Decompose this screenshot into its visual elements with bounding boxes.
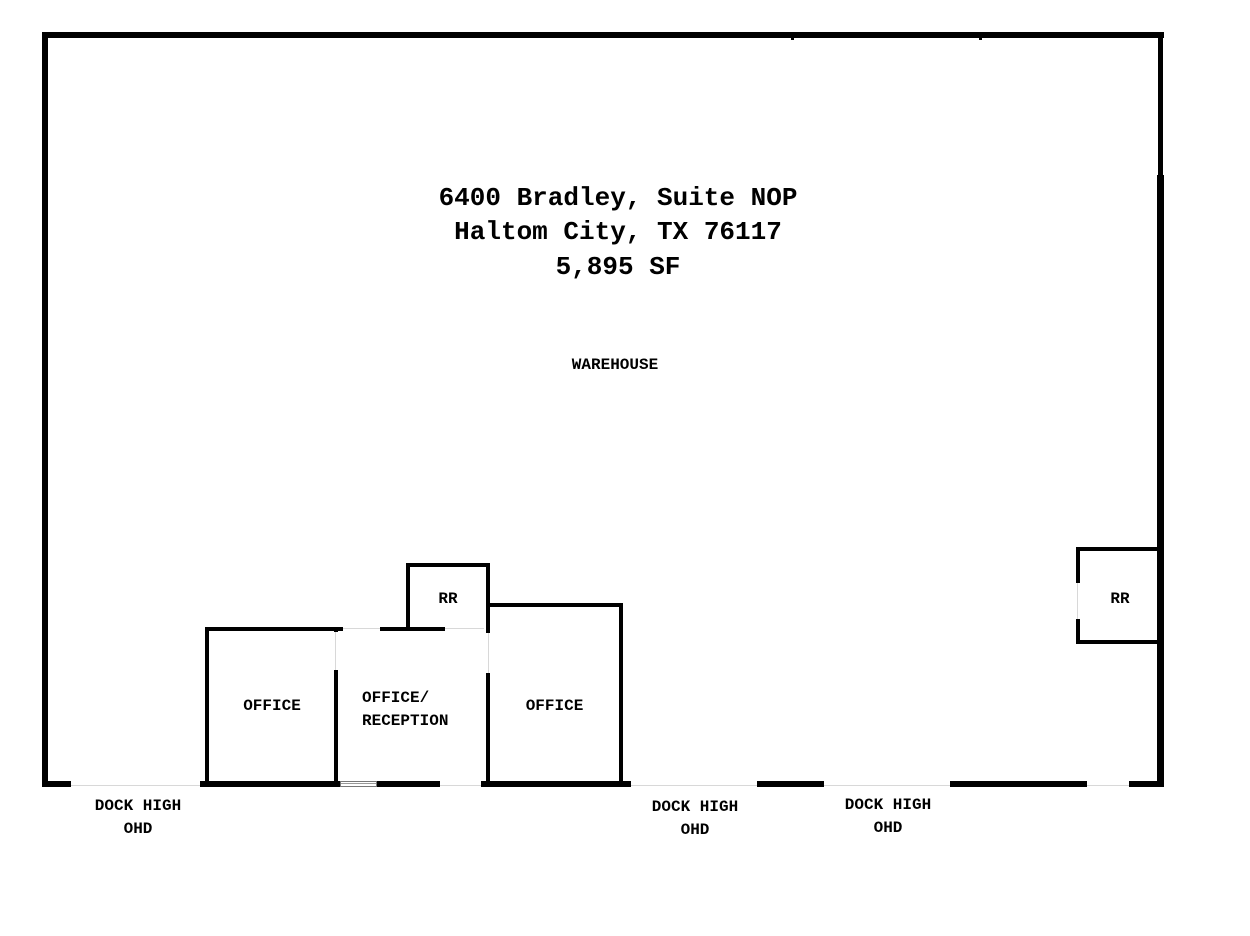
dock-door-opening-center [631,785,757,786]
rr-center-wall-left [406,563,410,629]
rr-right-wall-left-upper [1076,547,1080,583]
door-opening [440,785,481,786]
room-label-office-right: OFFICE [525,697,584,715]
dock-label-center: DOCK HIGH OHD [625,796,765,842]
door-opening [335,632,336,670]
dock-label-right: DOCK HIGH OHD [818,794,958,840]
room-label-reception-2: RECEPTION [362,712,449,730]
room-label-rr-right: RR [1110,590,1130,608]
door-opening [343,628,380,629]
rr-right-wall-left-lower [1076,619,1080,644]
dock-door-opening-right [824,785,950,786]
glass-door-mullion [341,783,376,784]
tick-mark [791,37,794,40]
dock-label-left: DOCK HIGH OHD [68,795,208,841]
room-label-rr-center: RR [438,590,458,608]
door-opening [1077,583,1078,619]
dock-label-center-line2: OHD [680,821,710,839]
glass-door [340,781,377,787]
rr-center-wall-right [486,563,490,633]
address-line-2: Haltom City, TX 76117 [454,217,782,247]
outer-wall-left [42,32,48,787]
room-label-warehouse: WAREHOUSE [571,356,659,374]
rr-center-wall-top [406,563,490,567]
bottom-wall-segment [481,781,631,787]
dock-label-left-line1: DOCK HIGH [94,797,182,815]
bottom-wall-segment [377,781,440,787]
bottom-wall-segment [42,781,71,787]
door-opening [1087,785,1129,786]
office-right-wall-top [486,603,623,607]
office-right-wall-left-lower [486,673,490,783]
room-label-reception-1: OFFICE/ [362,689,430,707]
office-right-wall-right [619,603,623,783]
bottom-wall-segment [1129,781,1164,787]
rr-right-wall-bottom [1076,640,1160,644]
bottom-wall-segment [200,781,340,787]
dock-door-opening-left [71,785,200,786]
door-opening [488,633,489,673]
dock-label-left-line2: OHD [123,820,153,838]
rr-right-wall-top [1076,547,1160,551]
bottom-wall-segment [757,781,824,787]
dock-label-center-line1: DOCK HIGH [651,798,739,816]
room-label-office-left: OFFICE [243,697,301,715]
bottom-wall-segment [950,781,1087,787]
tick-mark [979,37,982,40]
outer-wall-right-lower [1157,175,1164,787]
outer-wall-right-upper [1158,32,1163,177]
dock-label-right-line1: DOCK HIGH [844,796,932,814]
office-left-wall-right-upper [334,627,338,632]
office-left-wall-top [205,627,343,631]
reception-wall-top [380,627,445,631]
outer-wall-top [42,32,1164,38]
address-line-1: 6400 Bradley, Suite NOP [438,183,798,213]
area-label: 5,895 SF [555,252,681,282]
dock-label-right-line2: OHD [873,819,903,837]
door-opening [445,628,484,629]
office-left-wall-left [205,627,209,783]
office-left-wall-right-lower [334,670,338,783]
